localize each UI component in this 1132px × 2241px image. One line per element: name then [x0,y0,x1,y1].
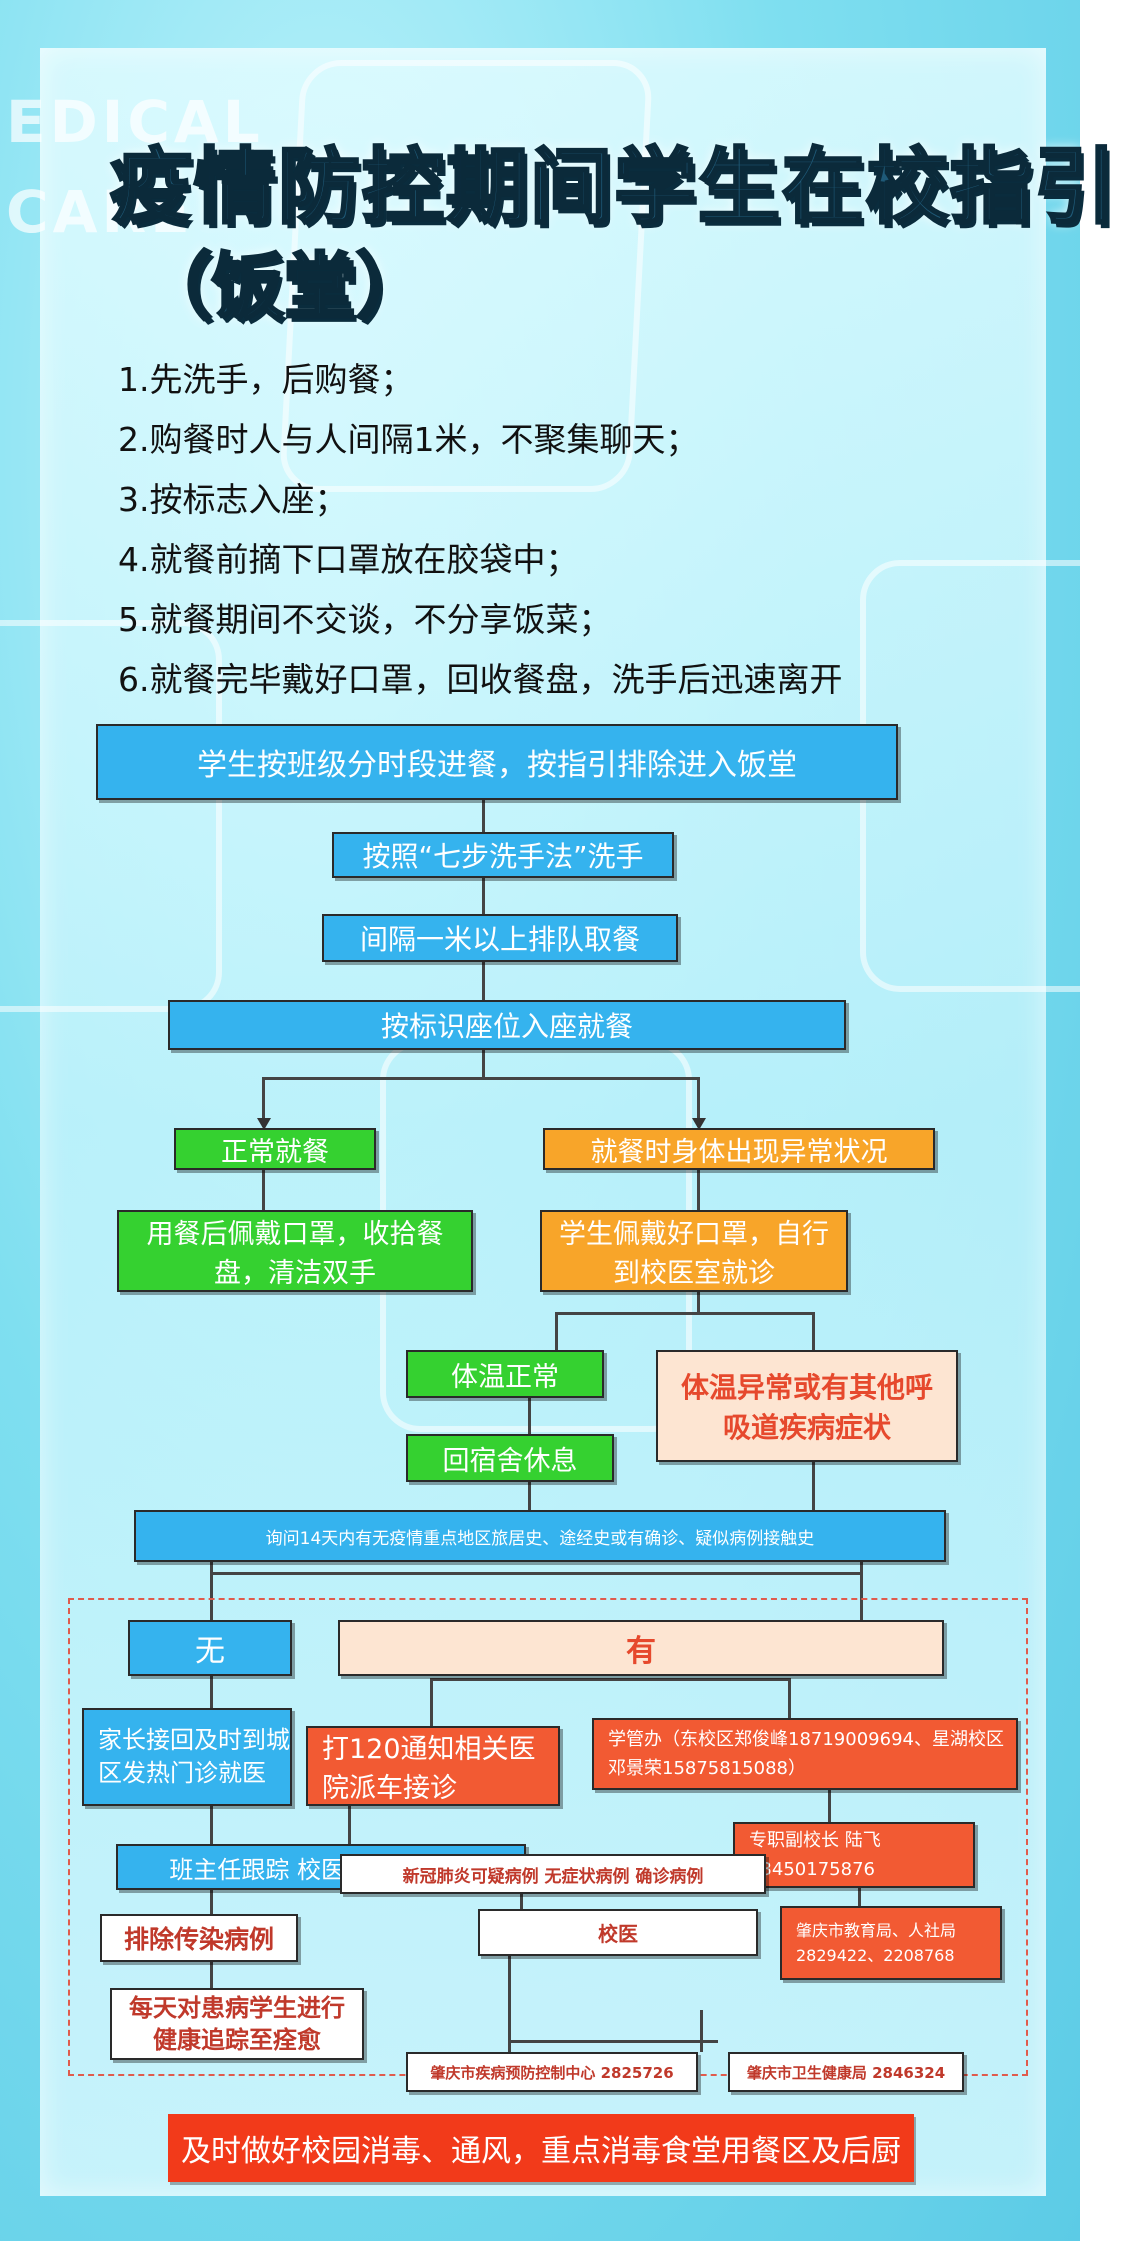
flow-exclude-infection: 排除传染病例 [100,1914,298,1962]
flow-step-queue: 间隔一米以上排队取餐 [322,914,678,962]
connector [262,1077,265,1127]
connector [697,1170,700,1210]
connector [262,1077,699,1080]
connector [262,1170,265,1210]
connector [812,1312,815,1350]
flow-education-bureau: 肇庆市教育局、人社局 2829422、2208768 [780,1906,1002,1980]
connector [508,1956,511,2060]
page-subtitle: （饭堂） [138,244,429,331]
connector [508,2040,718,2043]
hexagon-deco-3 [860,560,1132,992]
flow-call-120: 打120通知相关医院派车接诊 [306,1726,560,1806]
connector [700,2010,703,2052]
rule-item: 4.就餐前摘下口罩放在胶袋中； [118,540,579,579]
connector [430,1678,790,1681]
flow-return-dorm: 回宿舍休息 [406,1434,614,1482]
watermark-line-2: CARE [6,178,194,246]
flow-health-bureau: 肇庆市卫生健康局 2846324 [728,2052,964,2092]
connector [210,1806,213,1848]
flow-health-tracking: 每天对患病学生进行健康追踪至痊愈 [110,1988,364,2060]
flow-answer-yes: 有 [338,1620,944,1676]
connector [528,1398,531,1434]
flow-step-seat: 按标识座位入座就餐 [168,1000,846,1050]
rule-item: 1.先洗手，后购餐； [118,360,414,399]
connector [812,1426,815,1510]
flow-parent-pickup: 家长接回及时到城区发热门诊就医 [82,1708,292,1806]
hexagon-deco-2 [0,620,222,1012]
flow-answer-no: 无 [128,1620,292,1676]
connector [210,1562,213,1620]
connector [555,1312,558,1350]
rules-list: 1.先洗手，后购餐； 2.购餐时人与人间隔1米，不聚集聊天； 3.按标志入座； … [118,350,843,710]
rule-item: 3.按标志入座； [118,480,348,519]
flow-normal-detail: 用餐后佩戴口罩，收拾餐盘，清洁双手 [117,1210,473,1292]
watermark-line-1: EDICAL [6,88,264,156]
connector [860,1562,863,1620]
connector [528,1482,531,1510]
connector [210,1572,862,1575]
flow-temp-abnormal: 体温异常或有其他呼吸道疾病症状 [656,1350,958,1462]
connector [210,1890,213,1914]
flow-abnormal-detail: 学生佩戴好口罩，自行到校医室就诊 [540,1210,848,1292]
flow-student-affairs-office: 学管办（东校区郑俊峰18719009694、星湖校区邓景荣15875815088… [592,1718,1018,1790]
connector [520,1887,523,1909]
rule-item: 2.购餐时人与人间隔1米，不聚集聊天； [118,420,699,459]
flow-step-wash-hands: 按照“七步洗手法”洗手 [332,832,674,878]
connector [555,1312,815,1315]
connector [482,878,485,914]
connector [482,800,485,832]
flow-normal-dining: 正常就餐 [174,1128,376,1170]
connector [788,1678,791,1718]
flow-case-types: 新冠肺炎可疑病例 无症状病例 确诊病例 [340,1854,766,1894]
connector [210,1962,213,1988]
page-title: 疫情防控期间学生在校指引 [108,139,1119,237]
flow-temp-normal: 体温正常 [406,1350,604,1398]
rule-item: 6.就餐完毕戴好口罩，回收餐盘，洗手后迅速离开 [118,660,843,699]
connector [210,1656,213,1708]
flow-step-enter: 学生按班级分时段进餐，按指引排除进入饭堂 [96,724,898,800]
arrow-down-icon [692,1118,706,1130]
footer-banner: 及时做好校园消毒、通风，重点消毒食堂用餐区及后厨 [168,2114,914,2182]
flow-inquiry: 询问14天内有无疫情重点地区旅居史、途经史或有确诊、疑似病例接触史 [134,1510,946,1562]
flow-abnormal-condition: 就餐时身体出现异常状况 [543,1128,935,1170]
connector [482,1050,485,1078]
connector [697,1292,700,1312]
connector [697,1077,700,1127]
flow-vice-principal: 专职副校长 陆飞 13450175876 [733,1822,975,1888]
arrow-down-icon [257,1118,271,1130]
connector [828,1790,831,1822]
connector [482,962,485,1000]
connector [430,1678,433,1726]
rule-item: 5.就餐期间不交谈，不分享饭菜； [118,600,612,639]
connector [348,1806,351,1844]
flow-school-doctor: 校医 [478,1909,758,1956]
flow-cdc: 肇庆市疾病预防控制中心 2825726 [406,2052,698,2092]
